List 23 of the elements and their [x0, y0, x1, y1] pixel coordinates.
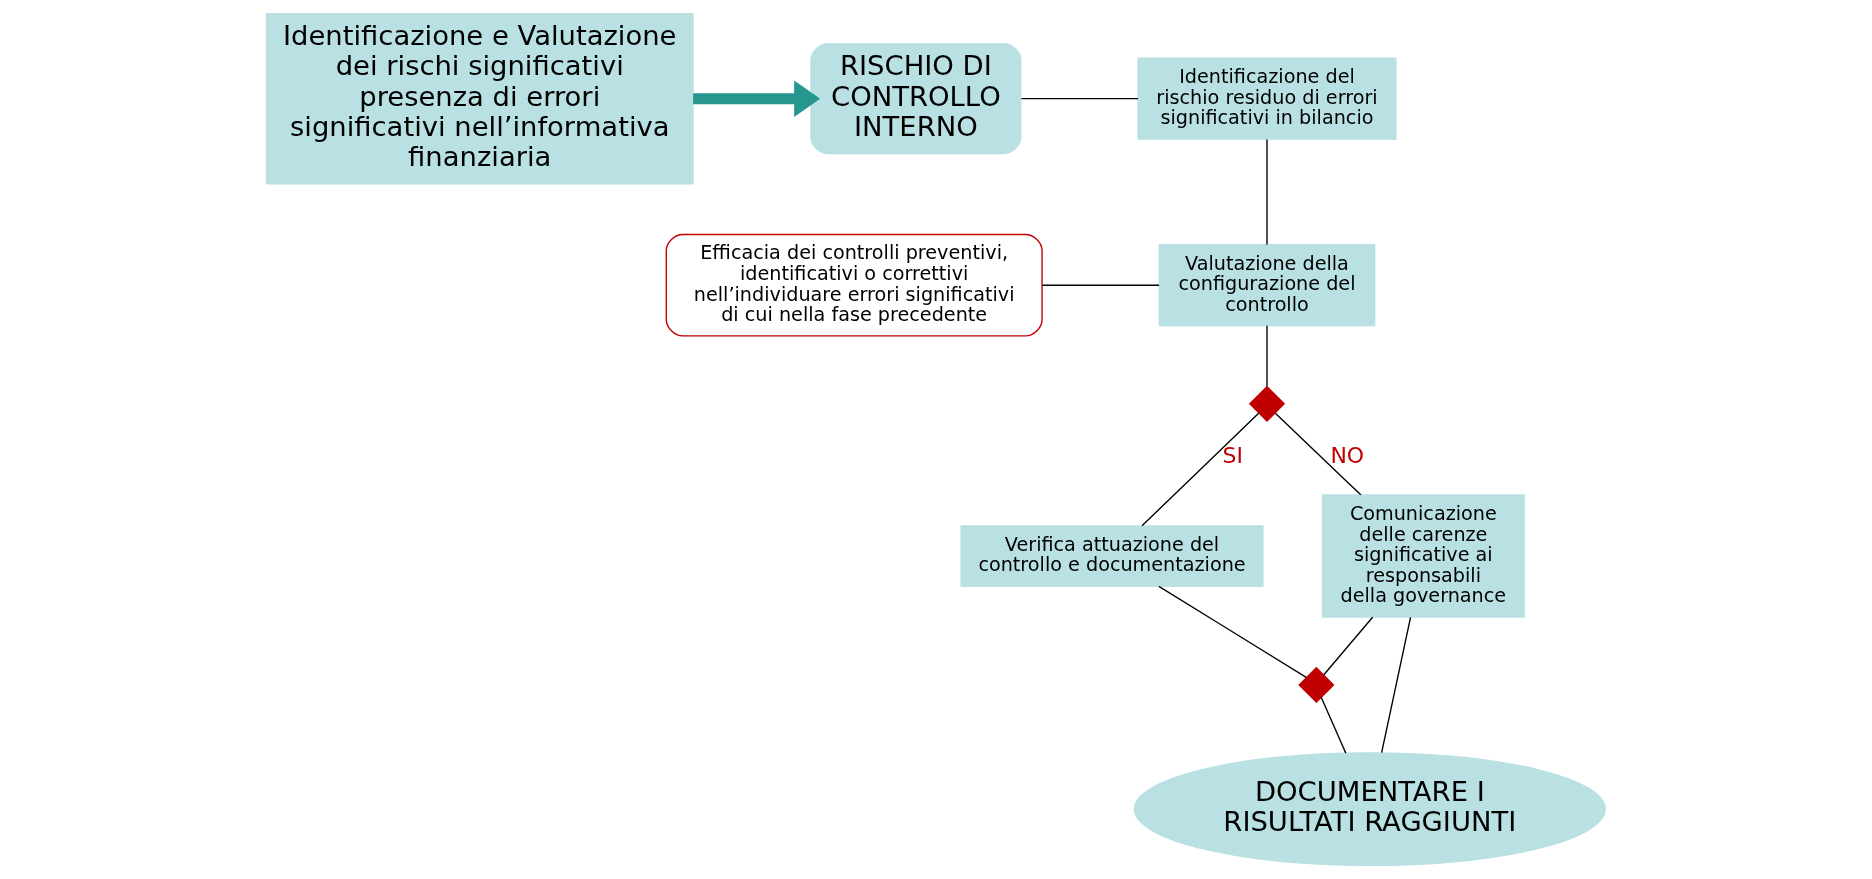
- connector: [1158, 585, 1307, 679]
- node-box: Identificazione e Valutazione dei rischi significativi presenza di errori significativi nell’informativa finanziaria: [265, 12, 694, 185]
- connector: [1323, 616, 1374, 676]
- node-box: RISCHIO DI CONTROLLO INTERNO: [810, 43, 1022, 155]
- connector: [1274, 412, 1362, 496]
- connector: [1320, 696, 1347, 754]
- node-diamond: [1248, 385, 1286, 422]
- node-diamond: [1298, 666, 1335, 704]
- connector: [1041, 284, 1160, 286]
- connector: [1380, 616, 1412, 754]
- connector: [1266, 138, 1268, 246]
- edge-label: SI: [1222, 443, 1243, 469]
- node-box: Identificazione del rischio residuo di errori significativi in bilancio: [1137, 57, 1397, 140]
- connector: [1141, 412, 1260, 527]
- node-box: Verifica attuazione del controllo e documentazione: [960, 525, 1264, 587]
- node-box: Comunicazione delle carenze significative ai responsabili della governance: [1321, 494, 1525, 618]
- node-ellipse: DOCUMENTARE I RISULTATI RAGGIUNTI: [1133, 752, 1606, 867]
- arrow: [693, 80, 821, 117]
- edge-label: NO: [1330, 443, 1365, 469]
- node-box: Valutazione della configurazione del controllo: [1158, 244, 1376, 327]
- node-box: Efficacia dei controlli preventivi, identificativi o correttivi nell’individuare errori significativi di cui nella fase precedente: [665, 233, 1043, 337]
- connector: [1020, 98, 1139, 100]
- connector: [1266, 325, 1268, 388]
